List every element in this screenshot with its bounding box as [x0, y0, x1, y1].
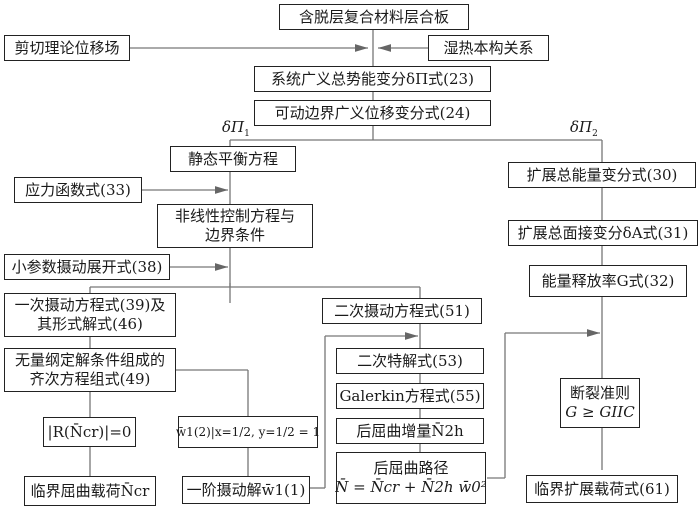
- laminate-box: 含脱层复合材料层合板: [279, 4, 469, 30]
- critical-extension-load-box: 临界扩展载荷式(61): [526, 475, 678, 503]
- postbuckling-path-line2: N̄ = N̄cr + N̄2h w̄0²: [335, 478, 487, 496]
- extended-area-label: 扩展总面接变分δA式(31): [517, 223, 689, 242]
- stress-function-box: 应力函数式(33): [14, 177, 142, 203]
- branch-left-label: δΠ1: [222, 118, 250, 139]
- second-order-box: 二次摄动方程式(51): [322, 298, 482, 324]
- homogeneous-box: 无量纲定解条件组成的齐次方程组式(49): [4, 348, 176, 392]
- hygrothermal-box: 湿热本构关系: [428, 35, 549, 61]
- determinant-label: |R(N̄cr)|=0: [47, 422, 132, 441]
- stress-function-label: 应力函数式(33): [25, 180, 131, 199]
- postbuckling-path-line1: 后屈曲路径: [373, 459, 449, 477]
- homogeneous-line1: 无量纲定解条件组成的: [14, 351, 165, 369]
- postbuckling-increment-box: 后屈曲增量N̄2h: [336, 418, 484, 444]
- shear-theory-box: 剪切理论位移场: [4, 35, 130, 61]
- boundary-variation-box: 可动边界广义位移变分式(24): [254, 100, 491, 126]
- second-particular-box: 二次特解式(53): [336, 348, 484, 374]
- first-order-line2: 其形式解式(46): [37, 315, 143, 333]
- nonlinear-box: 非线性控制方程与边界条件: [157, 204, 313, 248]
- shear-theory-label: 剪切理论位移场: [14, 38, 120, 57]
- second-particular-label: 二次特解式(53): [357, 351, 463, 370]
- branch-right-label: δΠ2: [570, 118, 598, 139]
- nonlinear-line1: 非线性控制方程与: [174, 207, 295, 225]
- normalization-box: w̄1(2)|x=1/2, y=1/2 = 1: [175, 416, 321, 448]
- first-order-box: 一次摄动方程式(39)及其形式解式(46): [4, 293, 176, 337]
- potential-variation-label: 系统广义总势能变分δΠ式(23): [271, 69, 474, 88]
- normalization-label: w̄1(2)|x=1/2, y=1/2 = 1: [175, 424, 321, 439]
- extended-area-box: 扩展总面接变分δA式(31): [508, 220, 698, 246]
- energy-release-label: 能量释放率G式(32): [541, 271, 675, 290]
- potential-variation-box: 系统广义总势能变分δΠ式(23): [254, 66, 491, 92]
- static-eq-label: 静态平衡方程: [187, 149, 278, 168]
- hygrothermal-label: 湿热本构关系: [443, 38, 534, 57]
- energy-release-box: 能量释放率G式(32): [529, 265, 687, 297]
- galerkin-box: Galerkin方程式(55): [336, 383, 484, 409]
- second-order-label: 二次摄动方程式(51): [334, 301, 470, 320]
- fracture-criterion-line2: G ≥ GIIC: [565, 403, 635, 421]
- nonlinear-line2: 边界条件: [204, 226, 265, 244]
- homogeneous-line2: 齐次方程组式(49): [29, 370, 151, 388]
- critical-load-label: 临界屈曲载荷N̄cr: [30, 481, 150, 500]
- fracture-criterion-line1: 断裂准则: [569, 384, 630, 402]
- small-param-box: 小参数摄动展开式(38): [4, 254, 170, 280]
- laminate-label: 含脱层复合材料层合板: [298, 7, 449, 26]
- critical-load-box: 临界屈曲载荷N̄cr: [24, 476, 156, 506]
- extended-energy-label: 扩展总能量变分式(30): [526, 165, 678, 184]
- first-order-line1: 一次摄动方程式(39)及: [14, 296, 166, 314]
- critical-extension-load-label: 临界扩展载荷式(61): [534, 479, 670, 498]
- first-solution-box: 一阶摄动解w̄1(1): [182, 476, 310, 504]
- static-eq-box: 静态平衡方程: [170, 146, 296, 172]
- postbuckling-increment-label: 后屈曲增量N̄2h: [356, 421, 464, 440]
- galerkin-label: Galerkin方程式(55): [339, 386, 481, 405]
- first-solution-label: 一阶摄动解w̄1(1): [186, 480, 306, 499]
- boundary-variation-label: 可动边界广义位移变分式(24): [274, 103, 471, 122]
- determinant-box: |R(N̄cr)|=0: [43, 417, 136, 447]
- small-param-label: 小参数摄动展开式(38): [11, 257, 163, 276]
- extended-energy-box: 扩展总能量变分式(30): [508, 162, 696, 188]
